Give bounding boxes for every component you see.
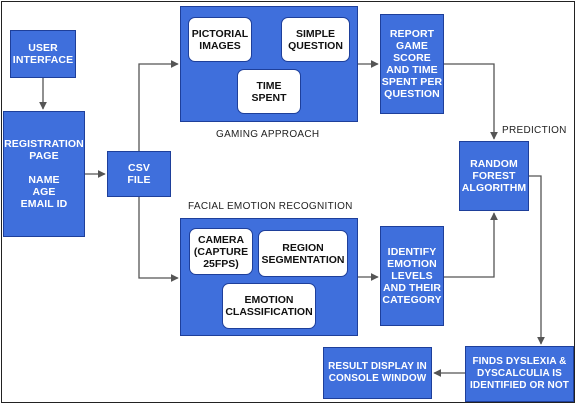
pictorial-images-box: PICTORIAL IMAGES	[188, 17, 252, 62]
csv-file-box: CSV FILE	[107, 151, 171, 197]
gaming-approach-label: GAMING APPROACH	[216, 129, 320, 140]
region-segmentation-box: REGION SEGMENTATION	[258, 230, 348, 277]
prediction-label: PREDICTION	[502, 125, 567, 136]
user-interface-box: USER INTERFACE	[10, 30, 76, 78]
arrow-forest-to-finds	[529, 175, 545, 345]
camera-box: CAMERA (CAPTURE 25FPS)	[189, 228, 253, 275]
simple-question-box: SIMPLE QUESTION	[281, 17, 350, 62]
random-forest-box: RANDOM FOREST ALGORITHM	[459, 141, 529, 211]
result-display-box: RESULT DISPLAY IN CONSOLE WINDOW	[323, 347, 432, 399]
arrow-csv-to-facial	[138, 197, 179, 282]
arrow-report-to-forest	[444, 63, 498, 140]
report-box: REPORT GAME SCORE AND TIME SPENT PER QUE…	[380, 14, 444, 114]
arrow-csv-to-gaming	[138, 60, 179, 151]
emotion-classification-box: EMOTION CLASSIFICATION	[222, 283, 316, 329]
identify-emotion-box: IDENTIFY EMOTION LEVELS AND THEIR CATEGO…	[380, 226, 444, 326]
time-spent-box: TIME SPENT	[237, 69, 301, 114]
arrow-identify-to-forest	[444, 212, 498, 278]
finds-dyslexia-box: FINDS DYSLEXIA & DYSCALCULIA IS IDENTIFI…	[465, 346, 574, 402]
registration-page-box: REGISTRATION PAGE NAME AGE EMAIL ID	[3, 111, 85, 237]
facial-emotion-recognition-label: FACIAL EMOTION RECOGNITION	[188, 201, 353, 212]
